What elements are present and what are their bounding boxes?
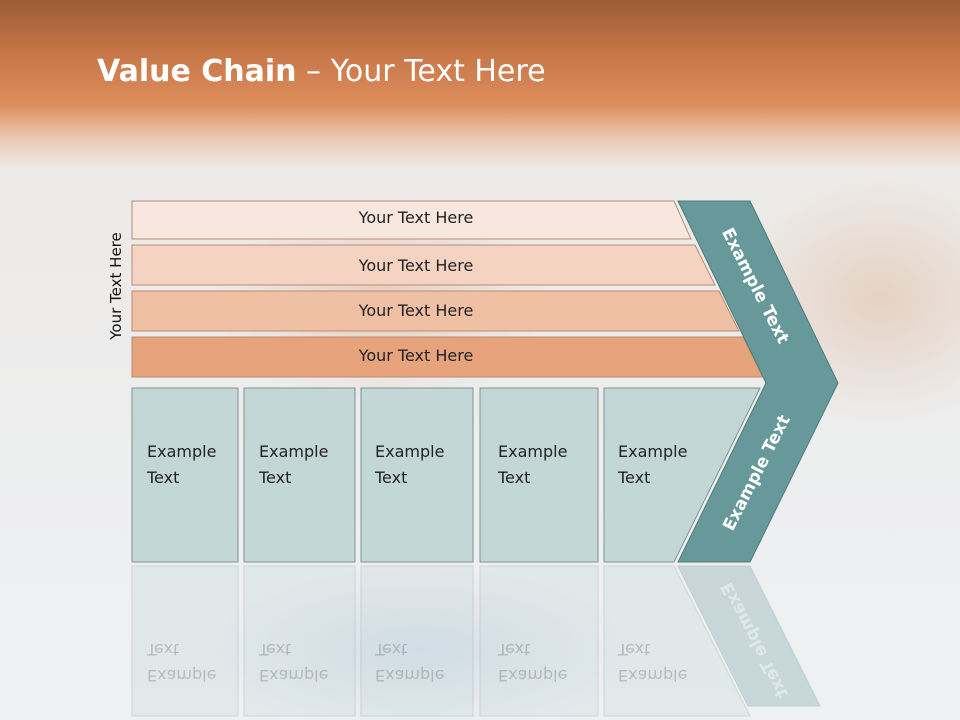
box-1 xyxy=(131,387,239,563)
bar-1-label: Your Text Here xyxy=(358,208,474,227)
box-5 xyxy=(603,387,761,563)
box-1-reflection xyxy=(131,565,239,717)
title-banner xyxy=(0,0,960,170)
box-1-label: Example Text xyxy=(147,442,217,487)
slide-title: Value Chain – Your Text Here xyxy=(97,54,546,89)
box-4 xyxy=(479,387,599,563)
bar-2-label: Your Text Here xyxy=(358,256,474,275)
box-2-label: Example Text xyxy=(259,442,329,487)
bar-2 xyxy=(131,244,716,286)
box-3-label: Example Text xyxy=(375,442,445,487)
box-5-reflection xyxy=(603,565,751,717)
box-3-reflection xyxy=(360,565,474,717)
bar-3-label: Your Text Here xyxy=(358,301,474,320)
bar-4-label: Your Text Here xyxy=(358,346,474,365)
title-bold: Value Chain xyxy=(97,54,297,89)
reflection xyxy=(131,565,821,717)
box-4-label: Example Text xyxy=(498,442,568,487)
title-rest: – Your Text Here xyxy=(296,54,546,89)
bar-3 xyxy=(131,290,740,332)
bar-1 xyxy=(131,200,692,240)
box-3 xyxy=(360,387,474,563)
box-4-reflection xyxy=(479,565,599,717)
chevron-arrow xyxy=(677,200,839,563)
box-2 xyxy=(243,387,356,563)
box-2-reflection xyxy=(243,565,356,717)
chevron-reflection xyxy=(677,565,821,707)
box-5-label: Example Text xyxy=(618,442,688,487)
